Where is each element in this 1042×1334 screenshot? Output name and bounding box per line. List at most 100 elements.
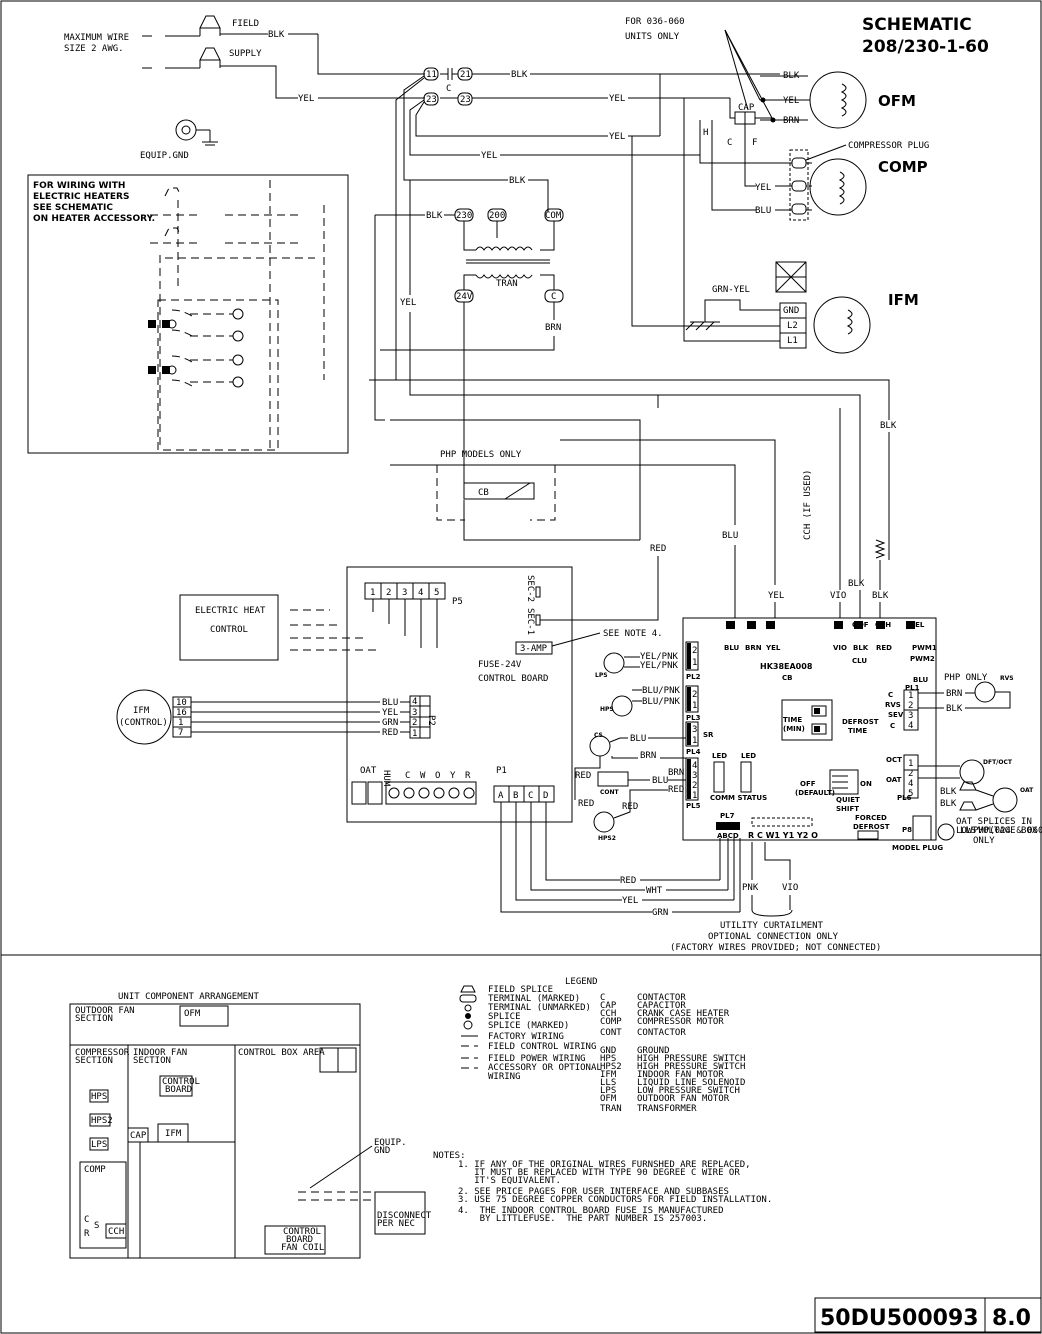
svg-text:CONTACTOR: CONTACTOR [637,1028,686,1038]
svg-text:GROUND: GROUND [637,1046,670,1056]
svg-text:PHP MODELS ONLY: PHP MODELS ONLY [440,450,522,460]
svg-text:YEL: YEL [909,621,925,629]
svg-text:BLK: BLK [872,591,889,601]
hps2-switch-icon [593,811,615,833]
svg-text:1: 1 [692,791,697,801]
svg-text:GND: GND [783,306,799,316]
svg-text:OAT: OAT [1020,787,1034,794]
svg-text:2: 2 [412,718,417,728]
svg-text:SEC-2: SEC-2 [525,575,535,602]
svg-text:COMPRESSOR MOTOR: COMPRESSOR MOTOR [637,1017,724,1027]
svg-text:Y: Y [450,771,456,781]
svg-text:3: 3 [908,711,913,721]
svg-text:BLK: BLK [940,787,957,797]
cs-icon [589,735,611,757]
svg-text:CONTROL BOX AREA: CONTROL BOX AREA [238,1048,325,1058]
svg-text:PL4: PL4 [686,748,701,756]
svg-text:OFM: OFM [600,1094,617,1104]
svg-text:7: 7 [178,728,183,738]
svg-text:COMP: COMP [878,158,928,176]
svg-text:FAN COIL: FAN COIL [281,1243,324,1253]
svg-text:CONTROL: CONTROL [162,1077,200,1087]
capacitor: CAP H C F [703,98,773,211]
svg-text:FOR WIRING WITH: FOR WIRING WITH [33,181,125,191]
svg-text:FIELD CONTROL WIRING: FIELD CONTROL WIRING [488,1042,596,1052]
svg-text:FORCED: FORCED [855,814,887,822]
svg-text:4: 4 [412,697,417,707]
svg-text:ON HEATER ACCESSORY.: ON HEATER ACCESSORY. [33,214,155,224]
svg-text:CCH: CCH [108,1227,124,1237]
svg-text:23: 23 [426,95,437,105]
svg-text:IFM: IFM [888,291,919,309]
dft-oct-sensor-icon [959,759,985,785]
svg-text:HPS2: HPS2 [600,1062,622,1072]
svg-text:ON: ON [860,780,872,788]
svg-text:FUSE-24V: FUSE-24V [478,660,522,670]
svg-text:GND: GND [600,1046,616,1056]
cch-heater-icon [874,539,886,559]
svg-text:1: 1 [692,701,697,711]
svg-text:1: 1 [412,729,417,739]
svg-text:F: F [752,138,757,148]
svg-text:D: D [543,791,548,801]
svg-text:CONT: CONT [600,1028,622,1038]
svg-text:PER NEC: PER NEC [377,1219,415,1229]
svg-text:BRN: BRN [545,323,561,333]
svg-text:21: 21 [460,70,471,80]
svg-text:LED: LED [741,752,756,760]
doc-number: 50DU500093 [820,1306,979,1331]
defrost-board: BLU BRN YEL VIO ODF BLK CCH RED CLU YEL … [682,617,943,852]
svg-text:3-AMP: 3-AMP [520,644,548,654]
doc-number-block: 50DU500093 8.0 [814,1297,1042,1333]
svg-text:200: 200 [489,211,505,221]
svg-text:CB: CB [478,488,489,498]
svg-text:COMPRESSOR PLUG: COMPRESSOR PLUG [848,141,929,151]
svg-text:YEL: YEL [755,183,771,193]
svg-text:3: 3 [692,771,697,781]
svg-text:CONTROL BOARD: CONTROL BOARD [478,674,548,684]
component-arrangement: UNIT COMPONENT ARRANGEMENT OUTDOOR FAN S… [69,992,432,1259]
svg-text:1. IF ANY OF THE ORIGINAL WIRE: 1. IF ANY OF THE ORIGINAL WIRES FURNSHED… [458,1160,751,1170]
lps-switch-icon [603,652,625,674]
svg-text:PWM2: PWM2 [910,655,935,663]
svg-text:GRN: GRN [652,908,668,918]
svg-text:UTILITY CURTAILMENT: UTILITY CURTAILMENT [720,921,824,931]
svg-text:COMM STATUS: COMM STATUS [710,794,767,802]
svg-text:OAT SPLICES IN: OAT SPLICES IN [956,817,1032,827]
svg-text:COMP: COMP [600,1017,622,1027]
svg-text:HK38EA008: HK38EA008 [760,662,813,671]
svg-text:BLU: BLU [722,531,738,541]
svg-text:L1: L1 [787,336,798,346]
switches: LPS YEL/PNK YEL/PNK HPS BLU/PNK BLU/PNK … [574,652,686,842]
svg-text:HIGH PRESSURE SWITCH: HIGH PRESSURE SWITCH [637,1054,745,1064]
svg-text:R C W1 Y1 Y2 O: R C W1 Y1 Y2 O [748,831,818,840]
svg-text:4: 4 [418,588,423,598]
svg-text:MODEL PLUG: MODEL PLUG [892,844,943,852]
heater-box: FOR WIRING WITH ELECTRIC HEATERS SEE SCH… [27,174,349,454]
svg-text:VIO: VIO [830,591,846,601]
svg-text:CCH (IF USED): CCH (IF USED) [803,470,813,540]
svg-text:CAPACITOR: CAPACITOR [637,1001,686,1011]
svg-text:CONTACTOR: CONTACTOR [637,993,686,1003]
svg-text:BLU/PNK: BLU/PNK [642,686,681,696]
svg-text:SPLICE (MARKED): SPLICE (MARKED) [488,1021,569,1031]
svg-text:P1: P1 [496,766,507,776]
schematic-subtitle: 208/230-1-60 [862,37,989,57]
svg-text:C: C [890,722,895,730]
svg-text:CRANK CASE HEATER: CRANK CASE HEATER [637,1009,730,1019]
control-board: 1 2 3 4 5 P5 SEC-2 SEC-1 3-AMP FUSE-24V … [346,566,663,913]
svg-text:3: 3 [402,588,407,598]
svg-text:RED: RED [668,785,684,795]
svg-text:TIME: TIME [848,727,867,735]
svg-text:FACTORY WIRING: FACTORY WIRING [488,1032,564,1042]
svg-text:C: C [528,791,533,801]
svg-text:OPTIONAL CONNECTION ONLY: OPTIONAL CONNECTION ONLY [708,932,839,942]
svg-text:PNK: PNK [742,883,759,893]
svg-text:4: 4 [908,779,913,789]
svg-text:2: 2 [692,646,697,656]
svg-text:SEV: SEV [888,711,904,719]
svg-text:S: S [94,1221,99,1231]
svg-text:ACCESSORY OR OPTIONAL: ACCESSORY OR OPTIONAL [488,1063,602,1073]
